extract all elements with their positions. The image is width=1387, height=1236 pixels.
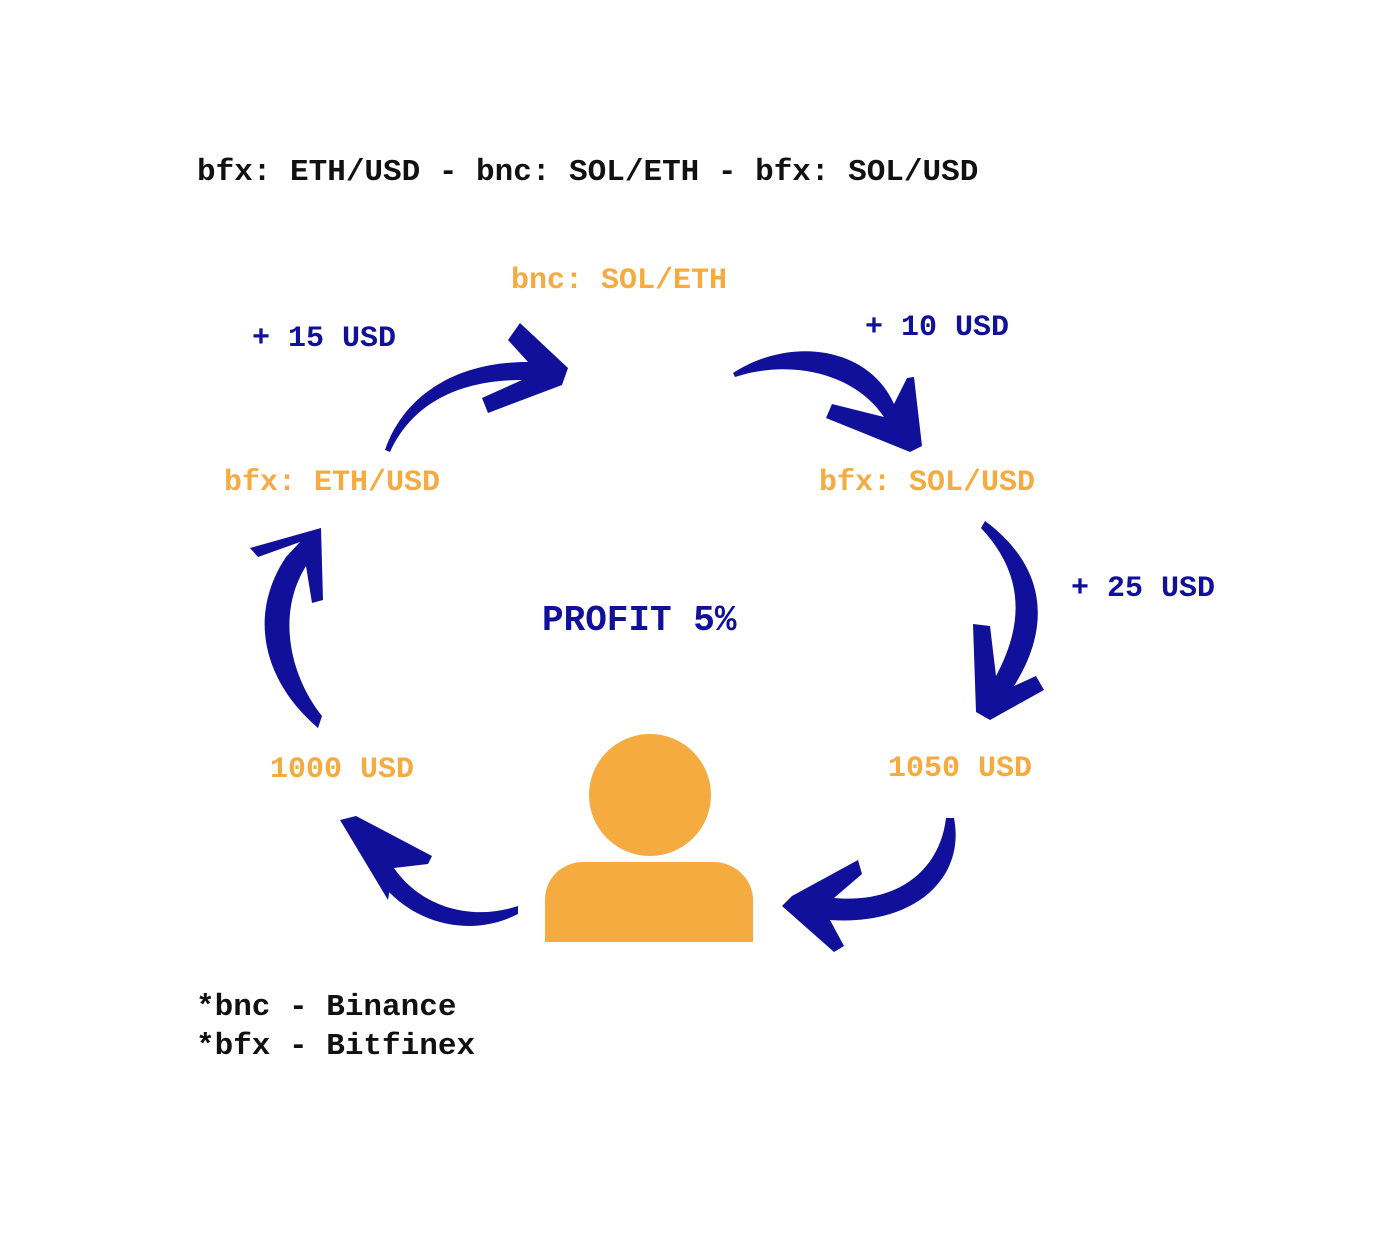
curved-arrow-icon <box>385 323 568 452</box>
curved-arrow-icon <box>250 528 323 728</box>
curved-arrow-icon <box>340 816 518 926</box>
node-end-amount: 1050 USD <box>888 752 1033 786</box>
node-bfx-eth-usd: bfx: ETH/USD <box>224 466 441 500</box>
gain-label-step1: + 15 USD <box>252 322 397 356</box>
legend-item-bfx: *bfx - Bitfinex <box>196 1029 476 1064</box>
pair-sequence-title: bfx: ETH/USD - bnc: SOL/ETH - bfx: SOL/U… <box>197 155 979 190</box>
legend-item-bnc: *bnc - Binance <box>196 990 457 1025</box>
node-start-amount: 1000 USD <box>270 753 415 787</box>
node-bnc-sol-eth: bnc: SOL/ETH <box>511 264 728 298</box>
node-bfx-sol-usd: bfx: SOL/USD <box>819 466 1036 500</box>
curved-arrow-icon <box>973 521 1044 720</box>
profit-label: PROFIT 5% <box>542 600 737 641</box>
curved-arrow-icon <box>782 818 956 952</box>
curved-arrow-icon <box>733 351 922 452</box>
gain-label-step2: + 10 USD <box>865 311 1010 345</box>
gain-label-step3: + 25 USD <box>1071 572 1216 606</box>
user-icon <box>545 734 753 942</box>
